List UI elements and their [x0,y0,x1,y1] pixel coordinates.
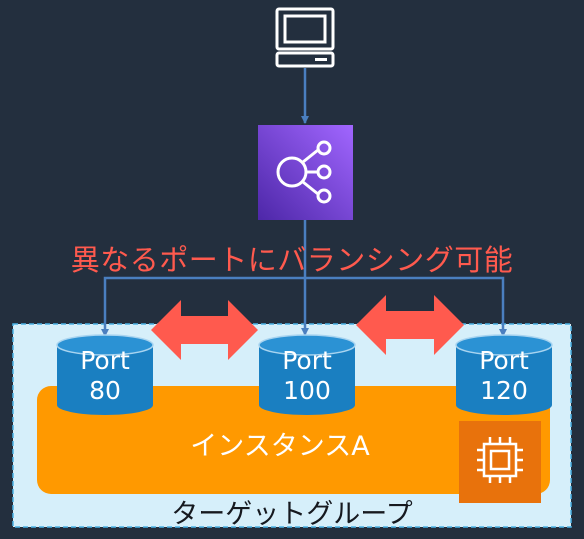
port-120-label: Port 120 [454,346,554,406]
load-balancer-icon [258,125,353,220]
port-number: 120 [480,376,528,405]
double-arrow-right [356,295,464,355]
port-number: 100 [283,376,331,405]
computer-icon [275,7,335,68]
connector-lines [101,68,507,337]
target-group-label: ターゲットグループ [171,499,413,530]
port-100-cylinder [258,334,356,415]
double-arrow-left [151,300,258,360]
port-120-cylinder [455,334,553,415]
port-label: Port [282,346,332,375]
port-label: Port [80,346,130,375]
port-number: 80 [89,376,121,405]
instance-label: インスタンスA [190,431,370,462]
instance-box [37,386,550,494]
balancing-caption: 異なるポートにバランシング可能 [70,243,514,277]
ec2-instance-icon [459,421,541,503]
port-label: Port [479,346,529,375]
port-80-label: Port 80 [55,346,155,406]
port-80-cylinder [56,334,154,415]
port-100-label: Port 100 [257,346,357,406]
